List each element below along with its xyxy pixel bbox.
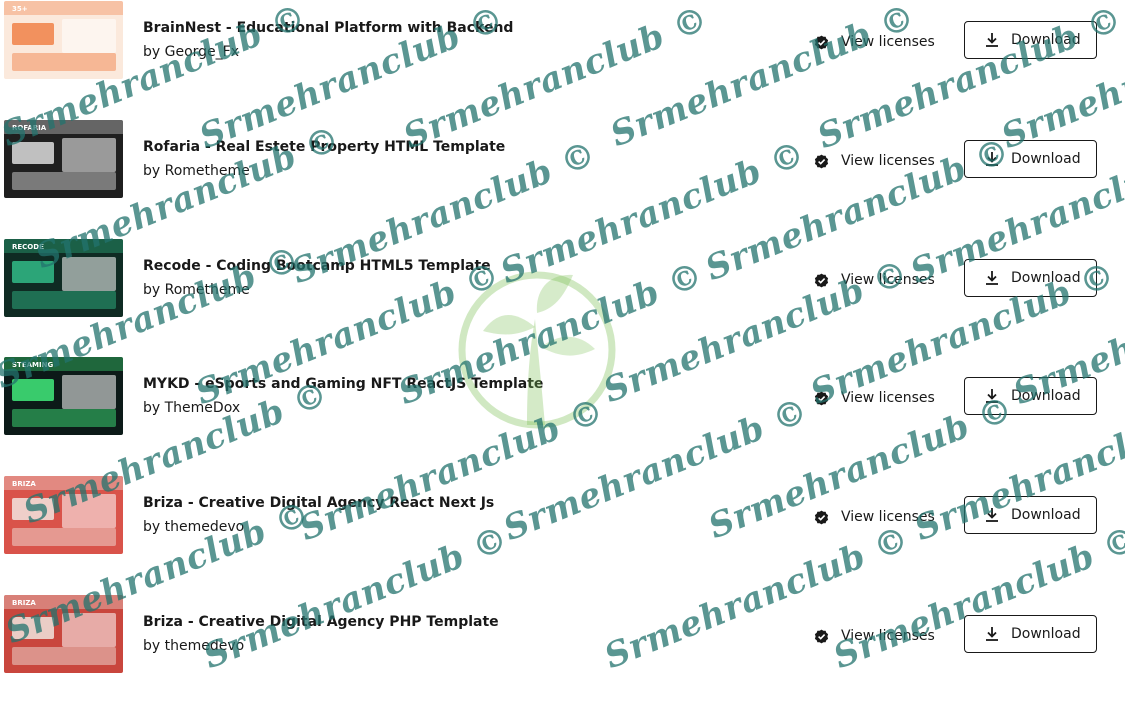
view-licenses-label: View licenses — [841, 34, 935, 50]
view-licenses-link[interactable]: View licenses — [814, 152, 935, 170]
view-licenses-link[interactable]: View licenses — [814, 389, 935, 407]
view-licenses-label: View licenses — [841, 153, 935, 169]
product-thumbnail[interactable]: BRIZA — [4, 595, 123, 673]
product-row-6: BRIZA Briza - Creative Digital Agency PH… — [0, 595, 1125, 714]
download-button[interactable]: Download — [964, 259, 1097, 297]
product-title[interactable]: Rofaria - Real Estete Property HTML Temp… — [143, 139, 506, 155]
download-label: Download — [1011, 151, 1081, 167]
download-icon — [984, 626, 1000, 642]
view-licenses-link[interactable]: View licenses — [814, 508, 935, 526]
product-thumbnail[interactable]: ROFARIA — [4, 120, 123, 198]
product-row-2: ROFARIA Rofaria - Real Estete Property H… — [0, 120, 1125, 239]
download-label: Download — [1011, 32, 1081, 48]
download-label: Download — [1011, 507, 1081, 523]
product-row-3: RECODE Recode - Coding Bootcamp HTML5 Te… — [0, 239, 1125, 358]
download-button[interactable]: Download — [964, 496, 1097, 534]
product-title[interactable]: BrainNest - Educational Platform with Ba… — [143, 20, 514, 36]
view-licenses-link[interactable]: View licenses — [814, 627, 935, 645]
download-label: Download — [1011, 388, 1081, 404]
verified-check-icon — [814, 391, 829, 406]
product-thumbnail[interactable]: RECODE — [4, 239, 123, 317]
download-list: 35+ BrainNest - Educational Platform wit… — [0, 1, 1125, 673]
view-licenses-link[interactable]: View licenses — [814, 33, 935, 51]
view-licenses-link[interactable]: View licenses — [814, 271, 935, 289]
product-thumbnail[interactable]: STEAMING — [4, 357, 123, 435]
download-icon — [984, 151, 1000, 167]
download-button[interactable]: Download — [964, 377, 1097, 415]
verified-check-icon — [814, 510, 829, 525]
verified-check-icon — [814, 629, 829, 644]
product-row-5: BRIZA Briza - Creative Digital Agency Re… — [0, 476, 1125, 595]
product-author[interactable]: by ThemeDox — [143, 400, 241, 416]
view-licenses-label: View licenses — [841, 272, 935, 288]
thumbnail-text: BRIZA — [12, 599, 36, 607]
product-author[interactable]: by themedevo — [143, 519, 245, 535]
thumbnail-text: 35+ — [12, 5, 28, 13]
download-label: Download — [1011, 626, 1081, 642]
download-button[interactable]: Download — [964, 615, 1097, 653]
product-row-4: STEAMING MYKD - eSports and Gaming NFT R… — [0, 357, 1125, 476]
view-licenses-label: View licenses — [841, 509, 935, 525]
download-icon — [984, 388, 1000, 404]
product-author[interactable]: by George_Fx — [143, 44, 239, 60]
product-title[interactable]: Briza - Creative Digital Agency React Ne… — [143, 495, 495, 511]
verified-check-icon — [814, 154, 829, 169]
product-title[interactable]: Briza - Creative Digital Agency PHP Temp… — [143, 614, 499, 630]
product-thumbnail[interactable]: BRIZA — [4, 476, 123, 554]
download-icon — [984, 270, 1000, 286]
product-row-1: 35+ BrainNest - Educational Platform wit… — [0, 1, 1125, 120]
product-thumbnail[interactable]: 35+ — [4, 1, 123, 79]
view-licenses-label: View licenses — [841, 390, 935, 406]
product-author[interactable]: by themedevo — [143, 638, 245, 654]
download-button[interactable]: Download — [964, 21, 1097, 59]
download-icon — [984, 507, 1000, 523]
verified-check-icon — [814, 273, 829, 288]
product-author[interactable]: by Rometheme — [143, 282, 250, 298]
download-label: Download — [1011, 270, 1081, 286]
view-licenses-label: View licenses — [841, 628, 935, 644]
product-author[interactable]: by Rometheme — [143, 163, 250, 179]
thumbnail-text: RECODE — [12, 243, 44, 251]
verified-check-icon — [814, 35, 829, 50]
product-title[interactable]: Recode - Coding Bootcamp HTML5 Template — [143, 258, 491, 274]
download-button[interactable]: Download — [964, 140, 1097, 178]
thumbnail-text: BRIZA — [12, 480, 36, 488]
thumbnail-text: STEAMING — [12, 361, 54, 369]
product-title[interactable]: MYKD - eSports and Gaming NFT ReactJS Te… — [143, 376, 544, 392]
thumbnail-text: ROFARIA — [12, 124, 47, 132]
download-icon — [984, 32, 1000, 48]
